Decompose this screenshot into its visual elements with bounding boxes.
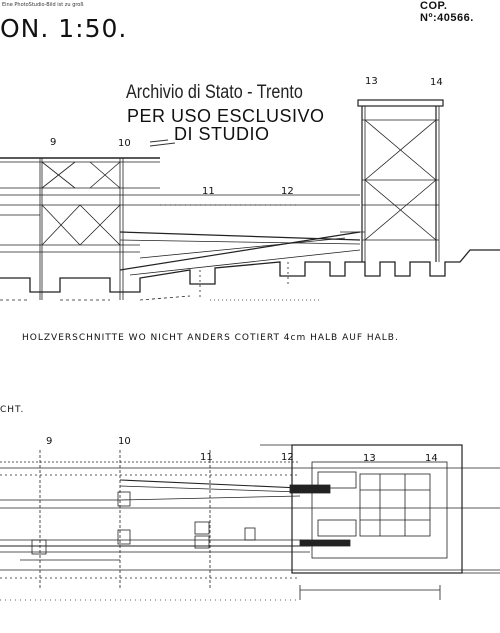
stamp-line-2: PER USO ESCLUSIVO [127, 106, 325, 126]
elevation-marker-11: 11 [202, 186, 215, 197]
top-note: Eine PhotoStudio-Bild ist zu groß [2, 2, 84, 8]
elevation-marker-10: 10 [118, 138, 131, 149]
plan-heading: CHT. [0, 405, 25, 415]
elevation-marker-12: 12 [281, 186, 294, 197]
elevation-marker-9: 9 [50, 137, 57, 148]
plan-marker-10: 10 [118, 436, 131, 447]
plan-marker-12: 12 [281, 452, 294, 463]
plan-marker-13: 13 [363, 453, 376, 464]
cut-caption: HOLZVERSCHNITTE WO NICHT ANDERS COTIERT … [22, 333, 399, 343]
plan-marker-14: 14 [425, 453, 438, 464]
stamp-line-1: Archivio di Stato - Trento [126, 82, 303, 103]
elevation-marker-14: 14 [430, 77, 443, 88]
scale-title: ON. 1:50. [0, 14, 128, 43]
plan-marker-9: 9 [46, 436, 53, 447]
stamp-line-3: DI STUDIO [174, 124, 270, 144]
plan-marker-11: 11 [200, 452, 213, 463]
copy-number: COP. Nº:40566. [420, 0, 474, 24]
elevation-marker-13: 13 [365, 76, 378, 87]
